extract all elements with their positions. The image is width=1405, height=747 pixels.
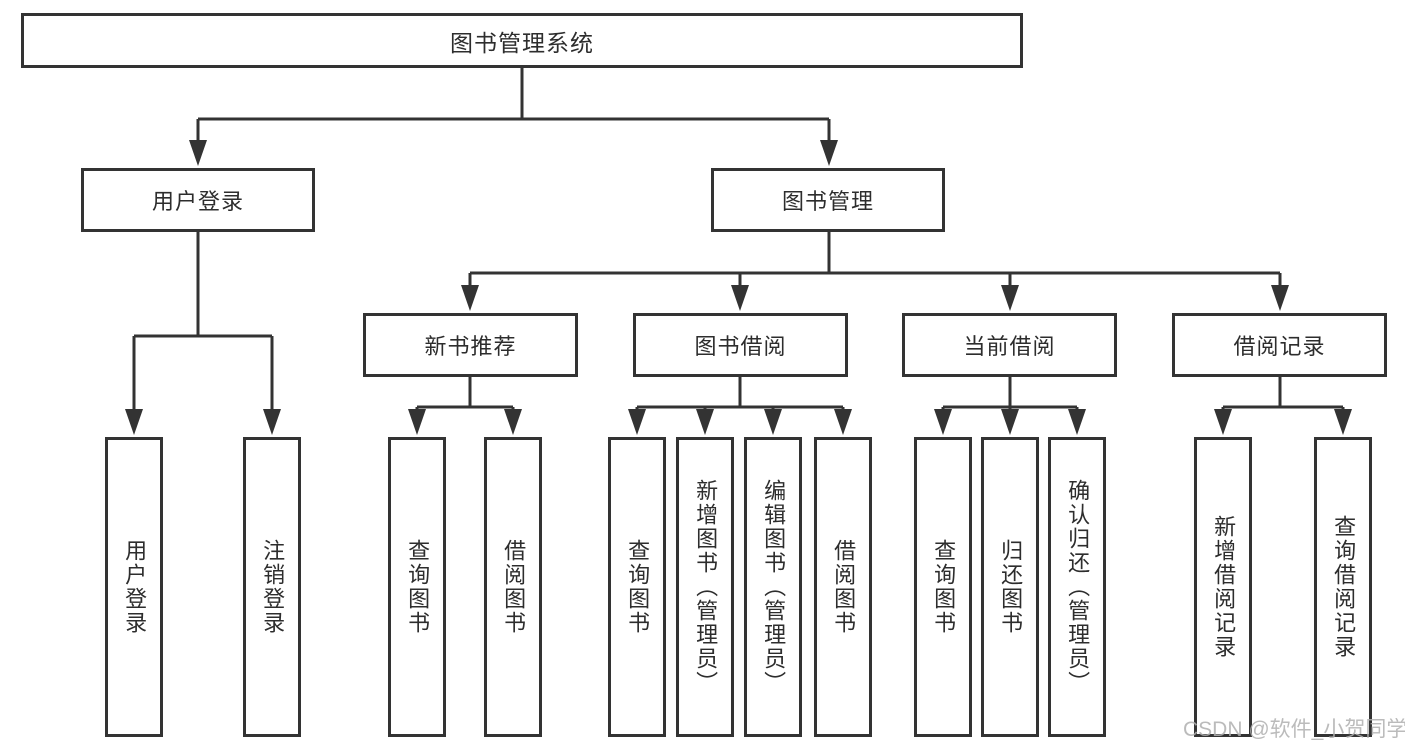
node-book-management: 图书管理	[711, 168, 945, 232]
leaf-query-books-current: 查询图书	[914, 437, 972, 737]
leaf-add-borrow-record: 新增借阅记录	[1194, 437, 1252, 737]
node-book-borrow: 图书借阅	[633, 313, 848, 377]
leaf-query-borrow-record: 查询借阅记录	[1314, 437, 1372, 737]
node-new-book-recommend: 新书推荐	[363, 313, 578, 377]
leaf-borrow-books-recommend: 借阅图书	[484, 437, 542, 737]
node-user-login: 用户登录	[81, 168, 315, 232]
leaf-edit-book-admin: 编辑图书（管理员）	[744, 437, 802, 737]
leaf-user-login: 用户登录	[105, 437, 163, 737]
node-library-management-system: 图书管理系统	[21, 13, 1023, 68]
leaf-return-book: 归还图书	[981, 437, 1039, 737]
node-current-borrow: 当前借阅	[902, 313, 1117, 377]
leaf-query-books-borrow: 查询图书	[608, 437, 666, 737]
leaf-logout: 注销登录	[243, 437, 301, 737]
leaf-add-book-admin: 新增图书（管理员）	[676, 437, 734, 737]
csdn-watermark: CSDN @软件_小贺同学	[1183, 718, 1405, 741]
leaf-borrow-books-borrow: 借阅图书	[814, 437, 872, 737]
node-borrow-records: 借阅记录	[1172, 313, 1387, 377]
leaf-confirm-return-admin: 确认归还（管理员）	[1048, 437, 1106, 737]
leaf-query-books-recommend: 查询图书	[388, 437, 446, 737]
